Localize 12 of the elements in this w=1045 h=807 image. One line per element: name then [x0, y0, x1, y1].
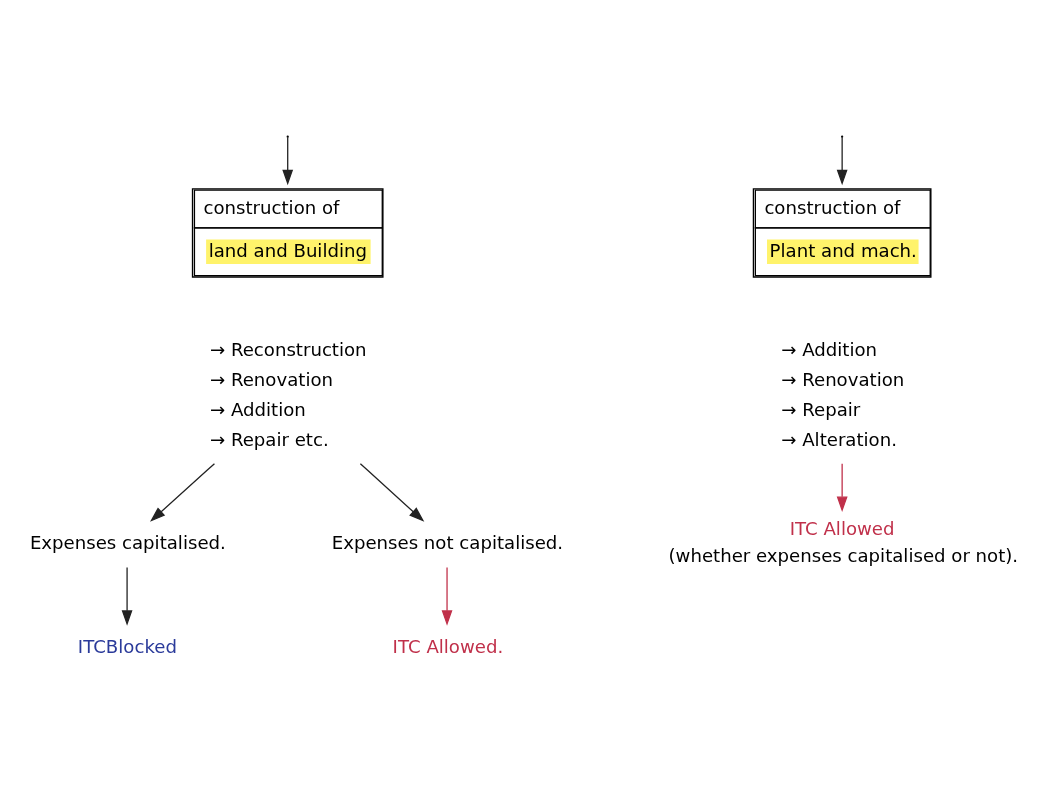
node-text: Expenses capitalised. — [29, 532, 226, 554]
arrow — [150, 463, 216, 522]
node-text: Expenses not capitalised. — [331, 532, 564, 554]
arrow — [121, 566, 133, 626]
arrow — [441, 566, 453, 626]
node-text: ITCBlocked — [77, 635, 177, 657]
node-text: → Reconstruction → Renovation → Addition → Repair etc. — [209, 339, 367, 450]
node-text: → Addition → Renovation → Repair → Alteration. — [781, 339, 905, 450]
arrow — [836, 463, 848, 513]
arrow — [359, 463, 425, 522]
node-text: ITC Allowed. — [392, 635, 504, 657]
node-text: ITC Allowed (whether expenses capitalised or not). — [668, 518, 1019, 567]
